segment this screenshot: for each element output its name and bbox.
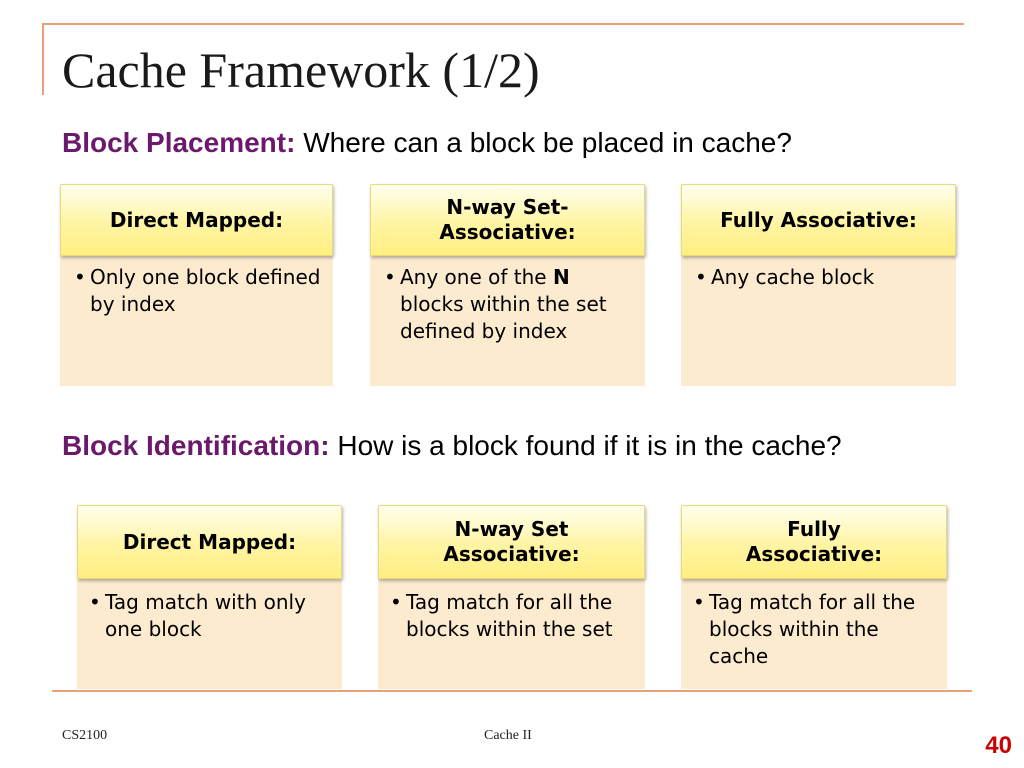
placement-card-fully-associative-body: Any cache block [681,254,956,386]
bullet-list: Any cache block [693,264,944,291]
slide-number: 40 [985,732,1012,759]
footer-course-code: CS2100 [62,728,108,743]
bullet-text-pre: Any one of the [400,265,553,289]
placement-card-fully-associative: Fully Associative: Any cache block [681,184,956,386]
placement-card-fully-associative-header: Fully Associative: [681,184,956,256]
identification-card-direct-mapped-header: Direct Mapped: [77,505,342,579]
frame-left-line [42,23,44,95]
bullet-text-n: N [552,265,570,289]
bullet-list: Tag match with only one block [87,589,332,643]
footer-topic: Cache II [484,728,532,743]
placement-card-direct-mapped-title: Direct Mapped: [109,207,284,232]
footer-divider [52,690,972,692]
placement-card-n-way-body: Any one of the N blocks within the set d… [370,254,645,386]
bullet-item: Only one block defined by index [72,264,321,318]
placement-card-direct-mapped-body: Only one block defined by index [60,254,333,386]
placement-card-fully-associative-title: Fully Associative: [720,207,917,232]
bullet-list: Tag match for all the blocks within the … [388,589,635,643]
identification-heading-label: Block Identification: [62,430,330,461]
placement-card-n-way: N-way Set-Associative: Any one of the N … [370,184,645,386]
placement-heading-text: Where can a block be placed in cache? [295,127,792,158]
placement-heading-label: Block Placement: [62,127,296,158]
identification-card-direct-mapped-body: Tag match with only one block [77,577,342,689]
placement-card-direct-mapped-header: Direct Mapped: [60,184,333,256]
placement-card-direct-mapped: Direct Mapped: Only one block defined by… [60,184,333,386]
identification-heading-text: How is a block found if it is in the cac… [329,430,842,461]
identification-card-fully-associative-body: Tag match for all the blocks within the … [681,577,947,689]
identification-card-n-way-title: N-way Set Associative: [443,517,580,566]
bullet-text-post: blocks within the set defined by index [400,292,607,343]
slide-title: Cache Framework (1/2) [62,42,540,98]
bullet-list: Only one block defined by index [72,264,321,318]
identification-card-n-way-header: N-way Set Associative: [378,505,645,579]
bullet-list: Tag match for all the blocks within the … [691,589,937,670]
placement-heading: Block Placement: Where can a block be pl… [62,125,792,161]
identification-card-fully-associative: Fully Associative: Tag match for all the… [681,505,947,689]
frame-top-line [42,23,964,25]
placement-card-n-way-title: N-way Set-Associative: [439,195,576,244]
identification-card-n-way-body: Tag match for all the blocks within the … [378,577,645,689]
identification-card-direct-mapped: Direct Mapped: Tag match with only one b… [77,505,342,689]
identification-heading: Block Identification: How is a block fou… [62,428,942,464]
identification-card-direct-mapped-title: Direct Mapped: [122,529,297,554]
bullet-item: Tag match with only one block [87,589,332,643]
identification-card-fully-associative-title: Fully Associative: [745,517,883,566]
bullet-list: Any one of the N blocks within the set d… [382,264,633,345]
bullet-item: Tag match for all the blocks within the … [691,589,937,670]
identification-card-fully-associative-header: Fully Associative: [681,505,947,579]
bullet-item: Any one of the N blocks within the set d… [382,264,633,345]
bullet-item: Tag match for all the blocks within the … [388,589,635,643]
identification-card-n-way: N-way Set Associative: Tag match for all… [378,505,645,689]
placement-card-n-way-header: N-way Set-Associative: [370,184,645,256]
bullet-item: Any cache block [693,264,944,291]
